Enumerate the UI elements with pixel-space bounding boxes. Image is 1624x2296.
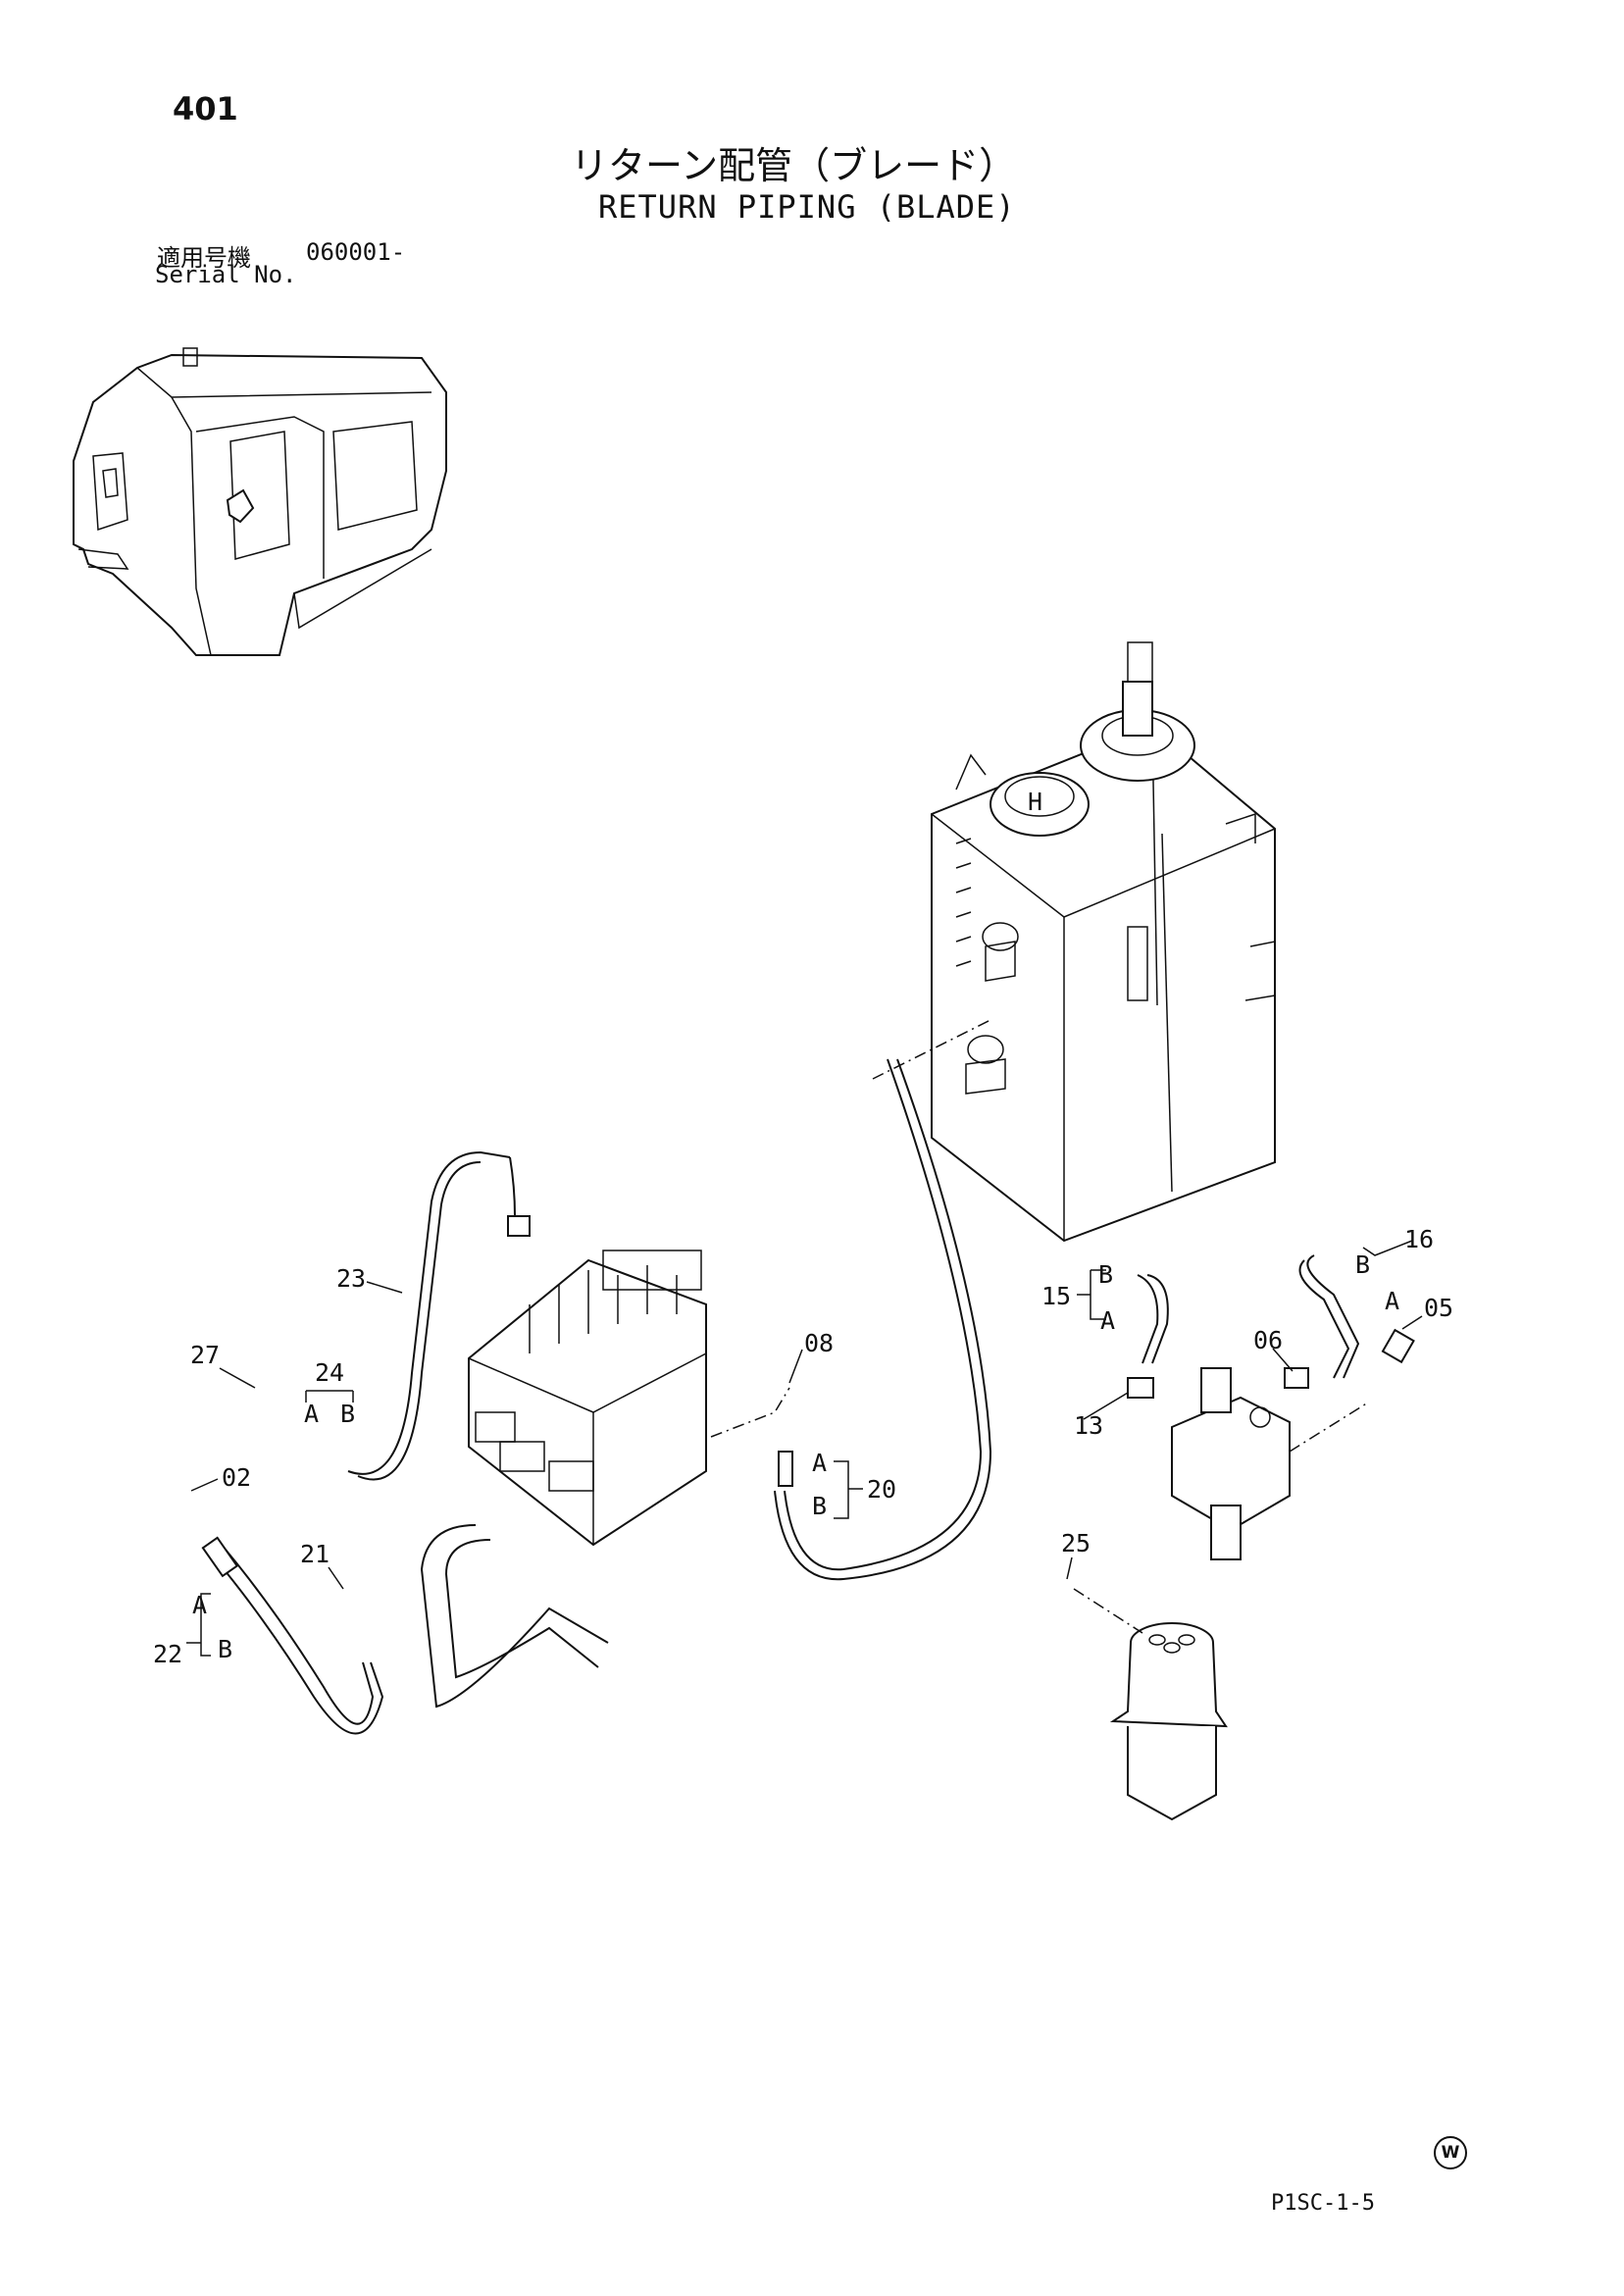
page-title-jp: リターン配管（ブレード）: [571, 144, 1017, 187]
serial-label-jp: 適用号機: [157, 244, 251, 272]
callout-20: 20: [867, 1475, 896, 1504]
callout-16-b: B: [1355, 1250, 1370, 1279]
callout-27: 27: [190, 1341, 220, 1369]
callout-06: 06: [1253, 1326, 1283, 1354]
callout-24-b: B: [340, 1400, 355, 1428]
hose-lines: [201, 1058, 1415, 1735]
page-title-en: RETURN PIPING (BLADE): [598, 188, 1016, 226]
callout-24-a: A: [304, 1400, 319, 1428]
callout-22: 22: [153, 1640, 182, 1668]
callout-21: 21: [300, 1540, 330, 1568]
svg-text:H: H: [1028, 788, 1042, 816]
check-valve: [1171, 1367, 1291, 1560]
leader-lines: [186, 1019, 1423, 1657]
catalog-code: P1SC-1-5: [1271, 2191, 1375, 2216]
callout-25: 25: [1061, 1529, 1091, 1557]
watermark-mark: W: [1434, 2136, 1467, 2169]
callout-22-a: A: [192, 1591, 207, 1619]
callout-15: 15: [1041, 1282, 1071, 1310]
callout-20-b: B: [812, 1492, 827, 1520]
callout-05-a: A: [1385, 1287, 1399, 1315]
serial-value: 060001-: [306, 238, 406, 266]
serial-label-en: Serial No.: [155, 261, 297, 288]
swivel-joint: [1109, 1622, 1228, 1821]
machine-overview-illustration: [73, 347, 447, 656]
callout-16: 16: [1404, 1225, 1434, 1253]
callout-20-a: A: [812, 1449, 827, 1477]
callout-08: 08: [804, 1329, 834, 1357]
callout-02: 02: [222, 1463, 251, 1492]
callout-15-a: A: [1100, 1306, 1115, 1335]
callout-15-b: B: [1098, 1260, 1113, 1289]
callout-24: 24: [315, 1358, 344, 1387]
callout-22-b: B: [218, 1635, 232, 1663]
callout-23: 23: [336, 1264, 366, 1293]
callout-05: 05: [1424, 1294, 1453, 1322]
hydraulic-tank: H: [931, 641, 1276, 1243]
page-number: 401: [173, 90, 238, 128]
control-valve: [468, 1250, 707, 1547]
callout-13: 13: [1074, 1411, 1103, 1440]
